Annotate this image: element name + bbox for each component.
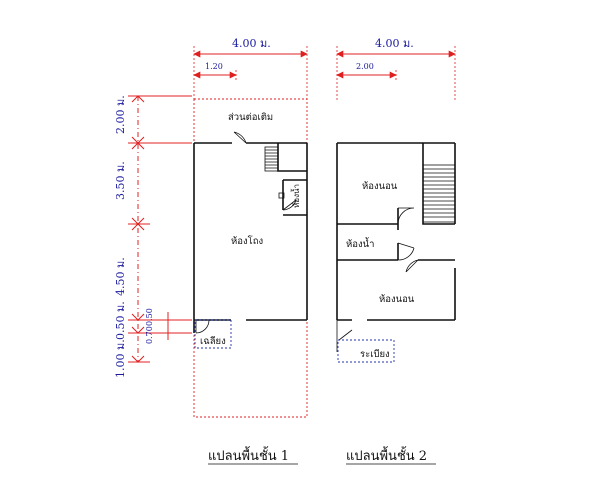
- room-extension-label: ส่วนต่อเติม: [228, 112, 273, 123]
- floor1-plan: ส่วนต่อเติม ห้องน้ำ ห้องโถง เฉลียง แปลนพ…: [193, 98, 308, 465]
- floor2-width-label: 4.00 ม.: [375, 37, 414, 50]
- side-dimensions: 2.00 ม. 3.50 ม. 4.50 ม. 0.50 ม. 1.00 ม. …: [114, 95, 192, 378]
- room-floor2-bathroom-label: ห้องน้ำ: [346, 237, 374, 250]
- porch-outline: [194, 319, 232, 349]
- dim-3-50: 3.50 ม.: [114, 161, 127, 200]
- floor1-sub-width-label: 1.20: [205, 62, 223, 71]
- dim-1-00: 1.00 ม.: [114, 339, 127, 378]
- floor2-stairs: [422, 143, 456, 225]
- dim-0-50: 0.50 ม.: [114, 301, 127, 340]
- room-hall-label: ห้องโถง: [231, 235, 263, 247]
- floor2-caption: แปลนพื้นชั้น 2: [346, 446, 427, 464]
- dim-0-50-small: 0.50: [145, 308, 154, 326]
- dim-2-00: 2.00 ม.: [114, 95, 127, 134]
- floor2-plan: ห้องนอน ห้องน้ำ ห้องนอน ระเบียง แปลนพื้น…: [336, 142, 456, 465]
- floor1-caption: แปลนพื้นชั้น 1: [208, 446, 289, 464]
- floor1-stairs: [264, 143, 307, 172]
- extension-outline: [193, 98, 308, 418]
- dim-4-50: 4.50 ม.: [114, 257, 127, 296]
- room-bedroom1-label: ห้องนอน: [362, 181, 398, 192]
- room-bedroom2-label: ห้องนอน: [379, 294, 415, 305]
- top-dimensions: 4.00 ม. 1.20 4.00 ม. 2.00: [193, 37, 456, 100]
- floor1-width-label: 4.00 ม.: [232, 37, 271, 50]
- balcony-label: ระเบียง: [360, 348, 390, 360]
- floor2-sub-width-label: 2.00: [356, 62, 374, 71]
- porch-label: เฉลียง: [200, 335, 226, 347]
- room-floor1-bathroom-label: ห้องน้ำ: [290, 184, 301, 208]
- balcony-outline: [337, 339, 395, 363]
- dim-0-70: 0.70: [145, 326, 154, 344]
